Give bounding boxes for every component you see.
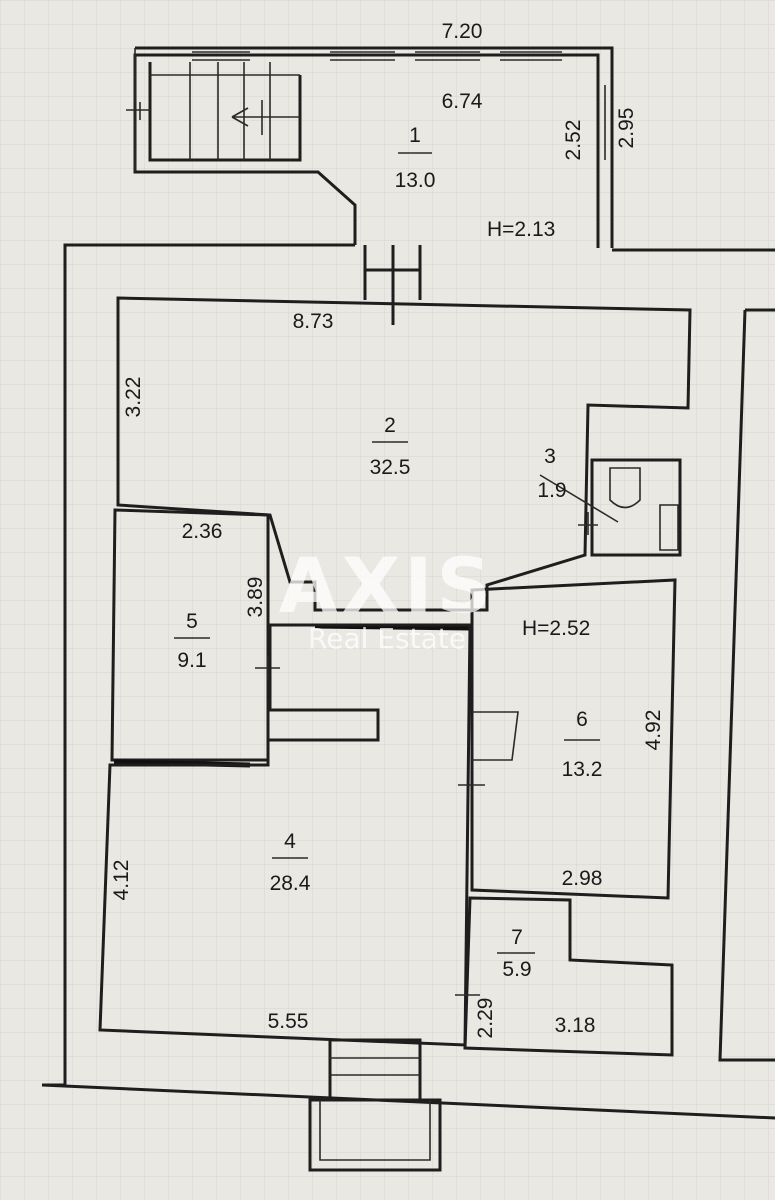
dim-r5-depth: 3.89	[244, 577, 267, 618]
room-2-area: 32.5	[370, 456, 411, 479]
dimension-labels: 7.20 6.74 2.52 2.95 H=2.13 8.73 3.22 2.3…	[110, 20, 665, 1038]
dim-r1-width: 6.74	[442, 90, 483, 113]
room-1-number: 1	[409, 124, 421, 147]
room-1-vestibule	[126, 46, 614, 248]
room-4	[98, 623, 472, 1047]
dim-top-overall: 7.20	[442, 20, 483, 43]
dim-r4-depth: 4.12	[110, 860, 133, 901]
room-7-number: 7	[511, 926, 523, 949]
room-7-area: 5.9	[502, 958, 531, 981]
room-2-living	[116, 296, 692, 612]
stair-arrow-icon	[126, 100, 300, 135]
room-4-area: 28.4	[270, 872, 311, 895]
watermark-sub: Real Estate	[308, 622, 466, 655]
dim-r2-width: 8.73	[293, 310, 334, 333]
dim-main-height: H=2.52	[522, 617, 590, 640]
dim-r4-width: 5.55	[268, 1010, 309, 1033]
room-2-number: 2	[384, 414, 396, 437]
watermark-brand: AXIS	[279, 541, 495, 630]
room-5-area: 9.1	[177, 649, 206, 672]
room-7	[455, 896, 674, 1057]
dim-r6-depth: 4.92	[642, 710, 665, 751]
room-1-area: 13.0	[395, 169, 436, 192]
room-6	[458, 578, 677, 900]
dim-r5-width: 2.36	[182, 520, 223, 543]
entrance-porch	[308, 1038, 442, 1172]
room-labels: 1 13.0 2 32.5 3 1.9 5 9.1 6 13.2 4 28.4 …	[174, 124, 602, 981]
room-3-wc	[539, 458, 682, 557]
room-4-number: 4	[284, 830, 296, 853]
dim-r1-depth: 2.52	[562, 120, 585, 161]
room-6-number: 6	[576, 708, 588, 731]
dim-r1-outer: 2.95	[615, 108, 638, 149]
dim-r7-width: 3.18	[555, 1014, 596, 1037]
dim-r1-height: H=2.13	[487, 218, 555, 241]
room-6-area: 13.2	[562, 758, 603, 781]
dim-r6-width: 2.98	[562, 867, 603, 890]
room-3-number: 3	[544, 445, 556, 468]
dim-r2-depth: 3.22	[122, 377, 145, 418]
room-3-area: 1.9	[537, 479, 566, 502]
dim-r7-depth: 2.29	[474, 998, 497, 1039]
room-5-number: 5	[186, 610, 198, 633]
